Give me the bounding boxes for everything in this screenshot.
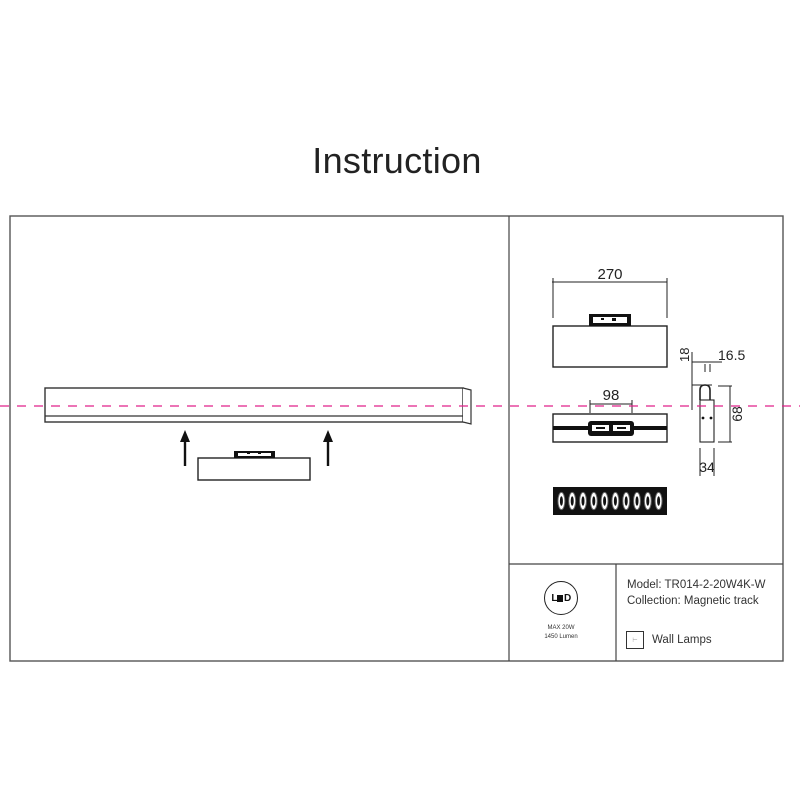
dimension-side-width-bottom: 34 bbox=[699, 459, 715, 475]
led-cell-core bbox=[592, 496, 596, 506]
model-label: Model: TR014-2-20W4K-W bbox=[627, 579, 766, 591]
led-cell-core bbox=[624, 496, 628, 506]
dimension-mount-width: 98 bbox=[603, 387, 620, 404]
led-cell-core bbox=[581, 496, 585, 506]
collection-label: Collection: Magnetic track bbox=[627, 595, 759, 607]
track-profile bbox=[44, 387, 472, 425]
install-arrow-right bbox=[323, 430, 333, 466]
led-array-view bbox=[553, 487, 667, 515]
dimension-length: 270 bbox=[597, 266, 622, 283]
dimension-side-width-top: 16.5 bbox=[718, 347, 745, 363]
led-cell-core bbox=[559, 496, 563, 506]
luminaire-mounting bbox=[197, 451, 311, 481]
led-cell-core bbox=[570, 496, 574, 506]
front-view: 270 bbox=[552, 266, 668, 368]
category-label: Wall Lamps bbox=[652, 634, 712, 646]
wall-lamp-icon: ⊢ bbox=[626, 631, 644, 649]
led-cell-core bbox=[613, 496, 617, 506]
power-rating: MAX 20W bbox=[547, 625, 575, 631]
lumen-rating: 1450 Lumen bbox=[544, 634, 578, 640]
frame-border bbox=[9, 215, 784, 662]
led-cell-core bbox=[646, 496, 650, 506]
page-title: Instruction bbox=[312, 140, 482, 181]
led-cell-core bbox=[635, 496, 639, 506]
dimension-side-height: 68 bbox=[729, 406, 745, 422]
install-arrow-left bbox=[180, 430, 190, 466]
dimension-side-top: 18 bbox=[677, 348, 692, 362]
led-cell-core bbox=[603, 496, 607, 506]
top-view: 98 bbox=[552, 387, 668, 443]
led-cell-core bbox=[657, 496, 661, 506]
side-view: 18 16.5 68 34 bbox=[677, 347, 745, 476]
